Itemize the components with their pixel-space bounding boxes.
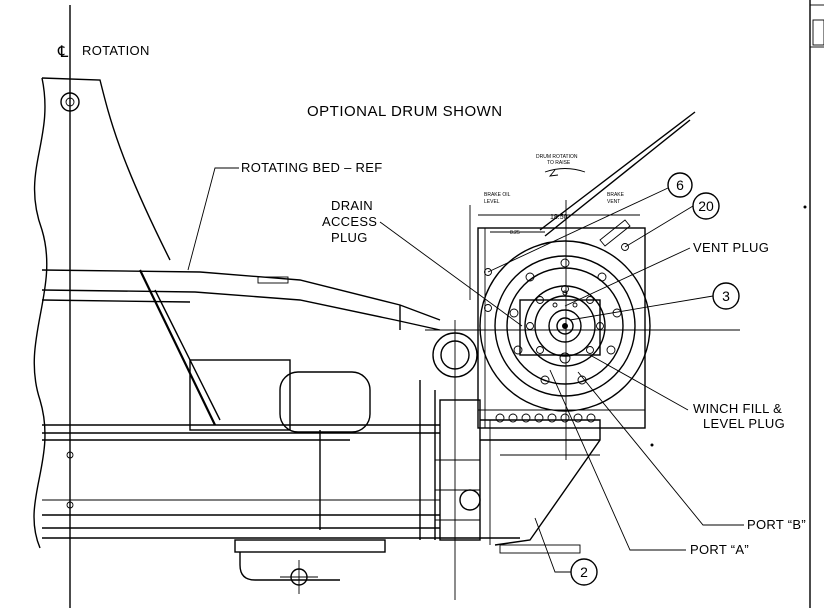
drum-rotation-line1: DRUM ROTATION [536,154,578,160]
rotation-centerline: ℄ ROTATION [57,43,150,112]
balloon-20-label: 20 [698,198,714,214]
vent-plug-label: VENT PLUG [693,240,769,255]
rotating-bed-leader [187,167,239,271]
winch-fill-label-line2: LEVEL PLUG [703,416,785,431]
winch-drum [479,240,651,412]
brake-oil-level-line1: BRAKE OIL [484,192,511,198]
optional-drum-title: OPTIONAL DRUM SHOWN [307,103,503,120]
winch-fill-label-line1: WINCH FILL & [693,401,782,416]
lower-housing [42,359,520,594]
dim-offset: 8.25 [510,230,520,236]
dim-overall: 18.50 [550,214,568,221]
dimensions: 18.50 8.25 BRAKE OIL LEVEL DRUM ROTATION… [469,154,640,300]
balloon-3-label: 3 [722,288,730,304]
port-b-label: PORT “B” [747,517,806,532]
drain-access-plug-line1: DRAIN [331,198,373,213]
brake-vent-line2: VENT [607,199,620,205]
drain-access-plug-line3: PLUG [331,230,368,245]
port-b-leader [577,371,744,526]
rotation-label: ROTATION [82,43,150,58]
vent-plug-leader [564,247,691,307]
rotating-bed-label: ROTATING BED – REF [241,160,382,175]
drain-access-plug-line2: ACCESS [322,214,377,229]
drawing-border [69,0,824,608]
winch-housing [477,111,696,460]
rotating-bed [41,269,441,426]
centerline-symbol: ℄ [57,44,69,61]
structure-break-lines [33,77,171,549]
balloon-2-label: 2 [580,564,588,580]
drum-rotation-line2: TO RAISE [547,160,571,166]
winch-fill-leader [589,354,689,411]
drain-plug-leader [379,221,523,327]
brake-vent-line1: BRAKE [607,192,625,198]
mounting-bracket [419,380,601,554]
balloon-6-label: 6 [676,177,684,193]
balloon-3: 3 [569,282,740,321]
brake-oil-level-line2: LEVEL [484,199,500,205]
balloon-2: 2 [534,517,598,586]
balloon-20: 20 [624,192,720,248]
bolt-row [495,413,596,423]
balloon-6: 6 [487,172,693,273]
port-a-leader [549,369,686,551]
port-a-label: PORT “A” [690,542,749,557]
